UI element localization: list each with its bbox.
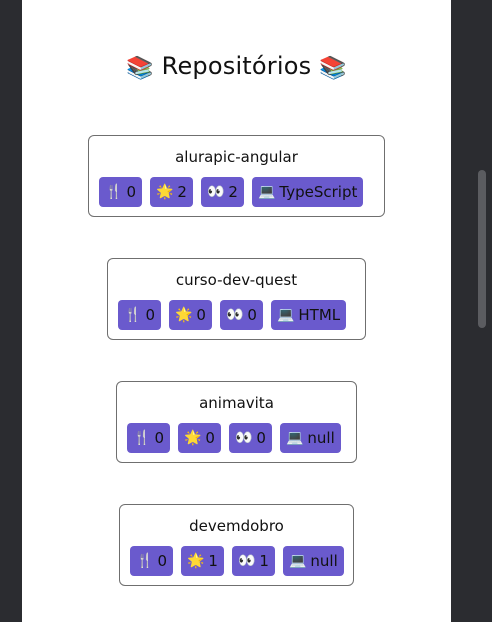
language-badge: 💻 null	[282, 546, 344, 576]
repo-name: devemdobro	[189, 517, 284, 535]
fork-icon: 🍴	[105, 184, 123, 200]
repo-card[interactable]: devemdobro 🍴 0 🌟 1 👀 1 💻 null	[119, 504, 354, 586]
watchers-count: 2	[228, 183, 238, 201]
language-value: TypeScript	[279, 183, 358, 201]
repo-card[interactable]: alurapic-angular 🍴 0 🌟 2 👀 2 💻 TypeScrip…	[88, 135, 385, 217]
language-value: null	[310, 552, 338, 570]
star-icon: 🌟	[183, 430, 202, 446]
window-left-edge	[0, 0, 22, 622]
page-content: 📚 Repositórios 📚 alurapic-angular 🍴 0 🌟 …	[22, 0, 451, 622]
forks-badge: 🍴 0	[118, 300, 161, 330]
forks-badge: 🍴 0	[130, 546, 173, 576]
fork-icon: 🍴	[136, 553, 154, 569]
eyes-icon: 👀	[206, 184, 225, 200]
stars-badge: 🌟 1	[180, 546, 224, 576]
repo-name: alurapic-angular	[175, 148, 298, 166]
stars-badge: 🌟 2	[149, 177, 193, 207]
watchers-count: 1	[259, 552, 269, 570]
eyes-icon: 👀	[234, 430, 253, 446]
laptop-icon: 💻	[276, 307, 295, 323]
stars-count: 1	[208, 552, 218, 570]
repo-badges: 🍴 0 🌟 0 👀 0 💻 null	[127, 423, 341, 453]
forks-count: 0	[157, 552, 167, 570]
repo-name: animavita	[199, 394, 274, 412]
page-title: 📚 Repositórios 📚	[22, 52, 451, 81]
stars-badge: 🌟 0	[168, 300, 212, 330]
laptop-icon: 💻	[257, 184, 276, 200]
page-title-text: Repositórios	[161, 52, 312, 80]
forks-count: 0	[145, 306, 155, 324]
repo-name: curso-dev-quest	[175, 271, 298, 289]
forks-count: 0	[126, 183, 136, 201]
eyes-icon: 👀	[225, 307, 244, 323]
books-icon: 📚	[126, 56, 154, 81]
star-icon: 🌟	[174, 307, 193, 323]
repo-badges: 🍴 0 🌟 0 👀 0 💻 HTML	[118, 300, 347, 330]
stars-count: 2	[177, 183, 187, 201]
star-icon: 🌟	[155, 184, 174, 200]
stars-count: 0	[196, 306, 206, 324]
fork-icon: 🍴	[124, 307, 142, 323]
forks-count: 0	[154, 429, 164, 447]
watchers-badge: 👀 0	[228, 423, 272, 453]
language-badge: 💻 HTML	[270, 300, 347, 330]
watchers-count: 0	[256, 429, 266, 447]
stars-badge: 🌟 0	[177, 423, 221, 453]
language-value: HTML	[298, 306, 341, 324]
repo-badges: 🍴 0 🌟 2 👀 2 💻 TypeScript	[99, 177, 364, 207]
language-badge: 💻 TypeScript	[251, 177, 364, 207]
eyes-icon: 👀	[237, 553, 256, 569]
repo-badges: 🍴 0 🌟 1 👀 1 💻 null	[130, 546, 344, 576]
language-value: null	[307, 429, 335, 447]
forks-badge: 🍴 0	[99, 177, 142, 207]
star-icon: 🌟	[186, 553, 205, 569]
stars-count: 0	[205, 429, 215, 447]
books-icon: 📚	[319, 56, 347, 81]
watchers-badge: 👀 0	[219, 300, 263, 330]
repo-card[interactable]: curso-dev-quest 🍴 0 🌟 0 👀 0 💻 HTML	[107, 258, 366, 340]
laptop-icon: 💻	[285, 430, 304, 446]
watchers-badge: 👀 2	[200, 177, 244, 207]
scrollbar-thumb[interactable]	[478, 170, 486, 328]
fork-icon: 🍴	[133, 430, 151, 446]
laptop-icon: 💻	[288, 553, 307, 569]
language-badge: 💻 null	[279, 423, 341, 453]
watchers-count: 0	[247, 306, 257, 324]
forks-badge: 🍴 0	[127, 423, 170, 453]
repo-card[interactable]: animavita 🍴 0 🌟 0 👀 0 💻 null	[116, 381, 357, 463]
watchers-badge: 👀 1	[231, 546, 275, 576]
